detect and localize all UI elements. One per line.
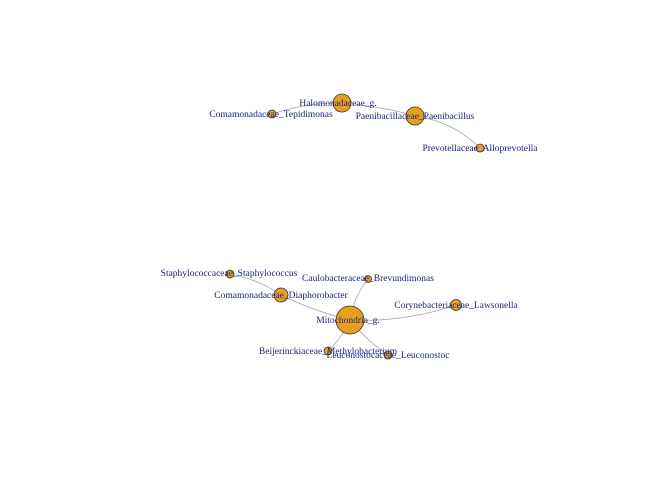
label-layer: Halomonadaceae_g.Comamonadaceae_Tepidimo… xyxy=(161,99,539,361)
node-label-leuconostoc: Leuconostocaceae_Leuconostoc xyxy=(327,351,450,361)
node-label-diaphorobacter: Comamonadaceae_Diaphorobacter xyxy=(214,291,348,301)
node-label-staphylococcus: Staphylococcaceae_Staphylococcus xyxy=(161,269,298,279)
node-halomonadaceae xyxy=(332,93,352,113)
node-tepidimonas xyxy=(267,109,277,119)
node-label-brevundimonas: Caulobacteraceae_Brevundimonas xyxy=(302,274,434,284)
node-lawsonella xyxy=(450,299,462,311)
node-label-paenibacillus: Paenibacillaceae_Paenibacillus xyxy=(356,112,475,122)
node-label-alloprevotella: Prevotellaceae_Alloprevotella xyxy=(422,144,538,154)
node-alloprevotella xyxy=(475,143,485,153)
node-leuconostoc xyxy=(383,350,393,360)
node-label-methylobacterium: Beijerinckiaceae_Methylobacterium xyxy=(259,347,398,357)
node-label-tepidimonas: Comamonadaceae_Tepidimonas xyxy=(209,110,333,120)
node-layer xyxy=(225,93,485,360)
node-label-mitochondria: Mitochondria_g. xyxy=(316,316,380,326)
node-diaphorobacter xyxy=(273,287,289,303)
node-label-lawsonella: Corynebacteriaceae_Lawsonella xyxy=(394,301,518,311)
node-paenibacillus xyxy=(405,106,425,126)
node-staphylococcus xyxy=(225,269,235,279)
node-label-halomonadaceae: Halomonadaceae_g. xyxy=(299,99,376,109)
node-brevundimonas xyxy=(364,275,372,283)
node-methylobacterium xyxy=(323,346,333,356)
node-mitochondria xyxy=(335,305,365,335)
